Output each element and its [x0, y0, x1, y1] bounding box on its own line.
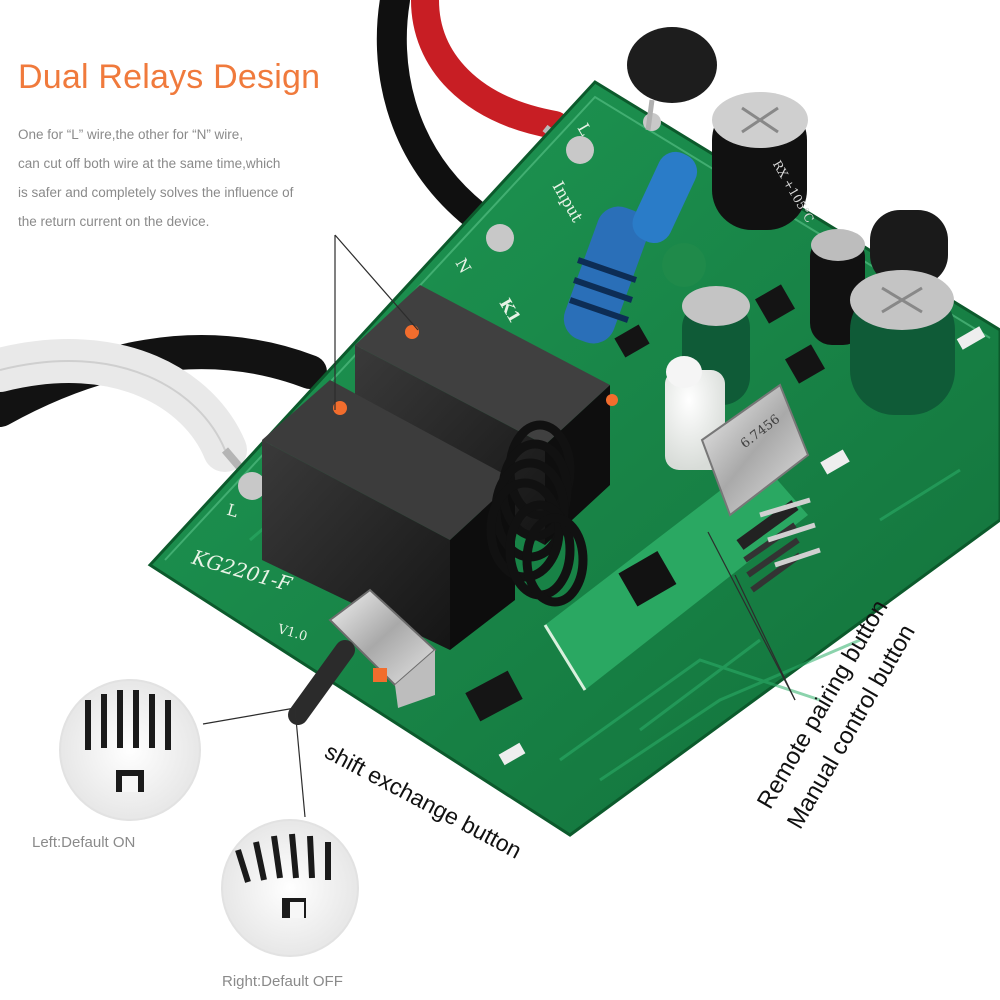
description: One for “L” wire,the other for “N” wire,… [18, 120, 388, 236]
description-line: One for “L” wire,the other for “N” wire, [18, 127, 244, 142]
coil-antenna [486, 420, 588, 607]
switch-zoom-default-on [59, 679, 201, 821]
relays [262, 285, 618, 650]
description-line: the return current on the device. [18, 214, 210, 229]
rf-module [543, 383, 821, 691]
default-off-caption: Right:Default OFF [222, 973, 343, 990]
description-line: is safer and completely solves the influ… [18, 185, 294, 200]
resistors [563, 151, 706, 344]
slide-switch [288, 588, 437, 725]
page-title: Dual Relays Design [18, 58, 321, 96]
default-on-caption: Left:Default ON [32, 834, 136, 851]
leader-lines [202, 234, 796, 818]
description-line: can cut off both wire at the same time,w… [18, 156, 281, 171]
switch-zoom-default-off [221, 819, 359, 957]
capacitors [682, 92, 955, 415]
